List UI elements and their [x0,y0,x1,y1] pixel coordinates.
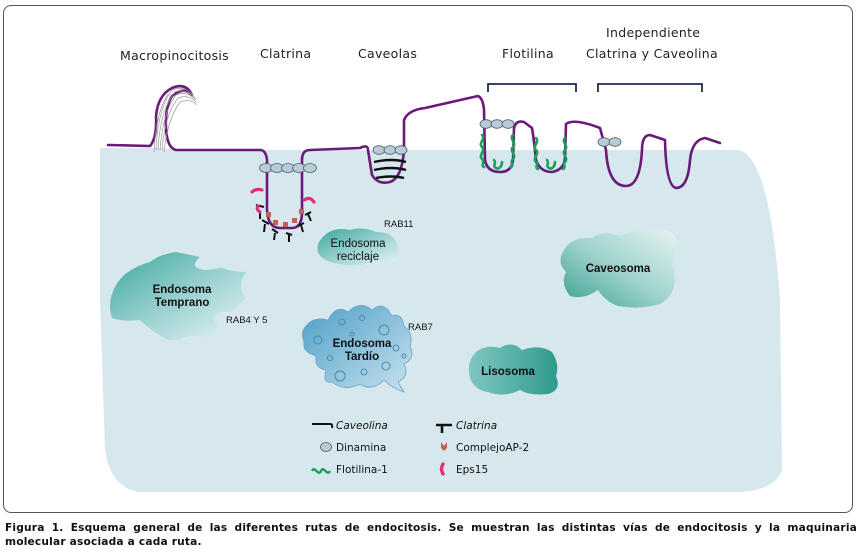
endosoma-temprano-label-1: Endosoma [153,284,212,296]
macropinocytosis-actin [153,88,198,153]
legend: Caveolina Dinamina Flotilina-1 Clatrina … [310,420,529,476]
rab7-label: RAB7 [408,322,433,333]
legend-caveolina: Caveolina [336,420,388,432]
legend-caveolina-icon [312,423,334,429]
caveosoma-label: Caveosoma [586,263,651,275]
endosoma-tardio-label-2: Tardío [345,351,379,363]
endosoma-tardio [302,305,413,393]
caveola-dynamin [372,145,408,155]
eps15-proteins [250,187,316,214]
legend-ap2-icon [441,442,447,451]
legend-eps15: Eps15 [456,464,488,476]
legend-flotilina1: Flotilina-1 [336,464,388,476]
lisosoma [468,344,558,395]
rab11-label: RAB11 [384,219,413,230]
flotilina-dynamin [479,119,515,129]
caveolin-coils [373,158,407,180]
header-flotilina: Flotilina [502,46,554,61]
caveosoma [560,229,677,308]
endocytosis-diagram: Macropinocitosis Clatrina Caveolas Floti… [100,25,782,492]
figure-frame [3,5,853,513]
flotilina-bracket [487,83,577,92]
flotilina-proteins [479,133,568,171]
figure-caption: Figura 1. Esquema general de las diferen… [5,522,857,548]
legend-dinamina: Dinamina [336,442,386,454]
endosoma-reciclaje [317,228,399,266]
legend-clatrina-icon [436,423,452,433]
endosoma-reciclaje-label-1: Endosoma [331,238,387,250]
independiente-bracket [597,83,703,92]
header-independiente-1: Independiente [606,25,700,40]
lisosoma-label: Lisosoma [481,366,535,378]
ap2-complex [266,209,304,227]
endosoma-temprano [110,252,246,340]
independent-dynamin [597,137,622,147]
endosoma-temprano-label-2: Temprano [155,297,210,309]
endosoma-tardio-label-1: Endosoma [333,338,392,350]
legend-eps15-icon [439,462,445,476]
header-caveolas: Caveolas [358,46,417,61]
legend-clatrina: Clatrina [456,420,497,432]
header-independiente-2: Clatrina y Caveolina [586,46,718,61]
rab4y5-label: RAB4 Y 5 [226,315,267,326]
late-endosome-vesicles [313,315,407,382]
header-macropinocitosis: Macropinocitosis [120,48,229,63]
legend-complejo-ap2: ComplejoAP-2 [456,442,529,454]
endosoma-reciclaje-label-2: reciclaje [337,251,379,263]
legend-dinamina-icon [320,442,332,452]
legend-flotilina-icon [310,468,332,474]
clathrin-dynamin [259,163,317,173]
header-clatrina: Clatrina [260,46,311,61]
